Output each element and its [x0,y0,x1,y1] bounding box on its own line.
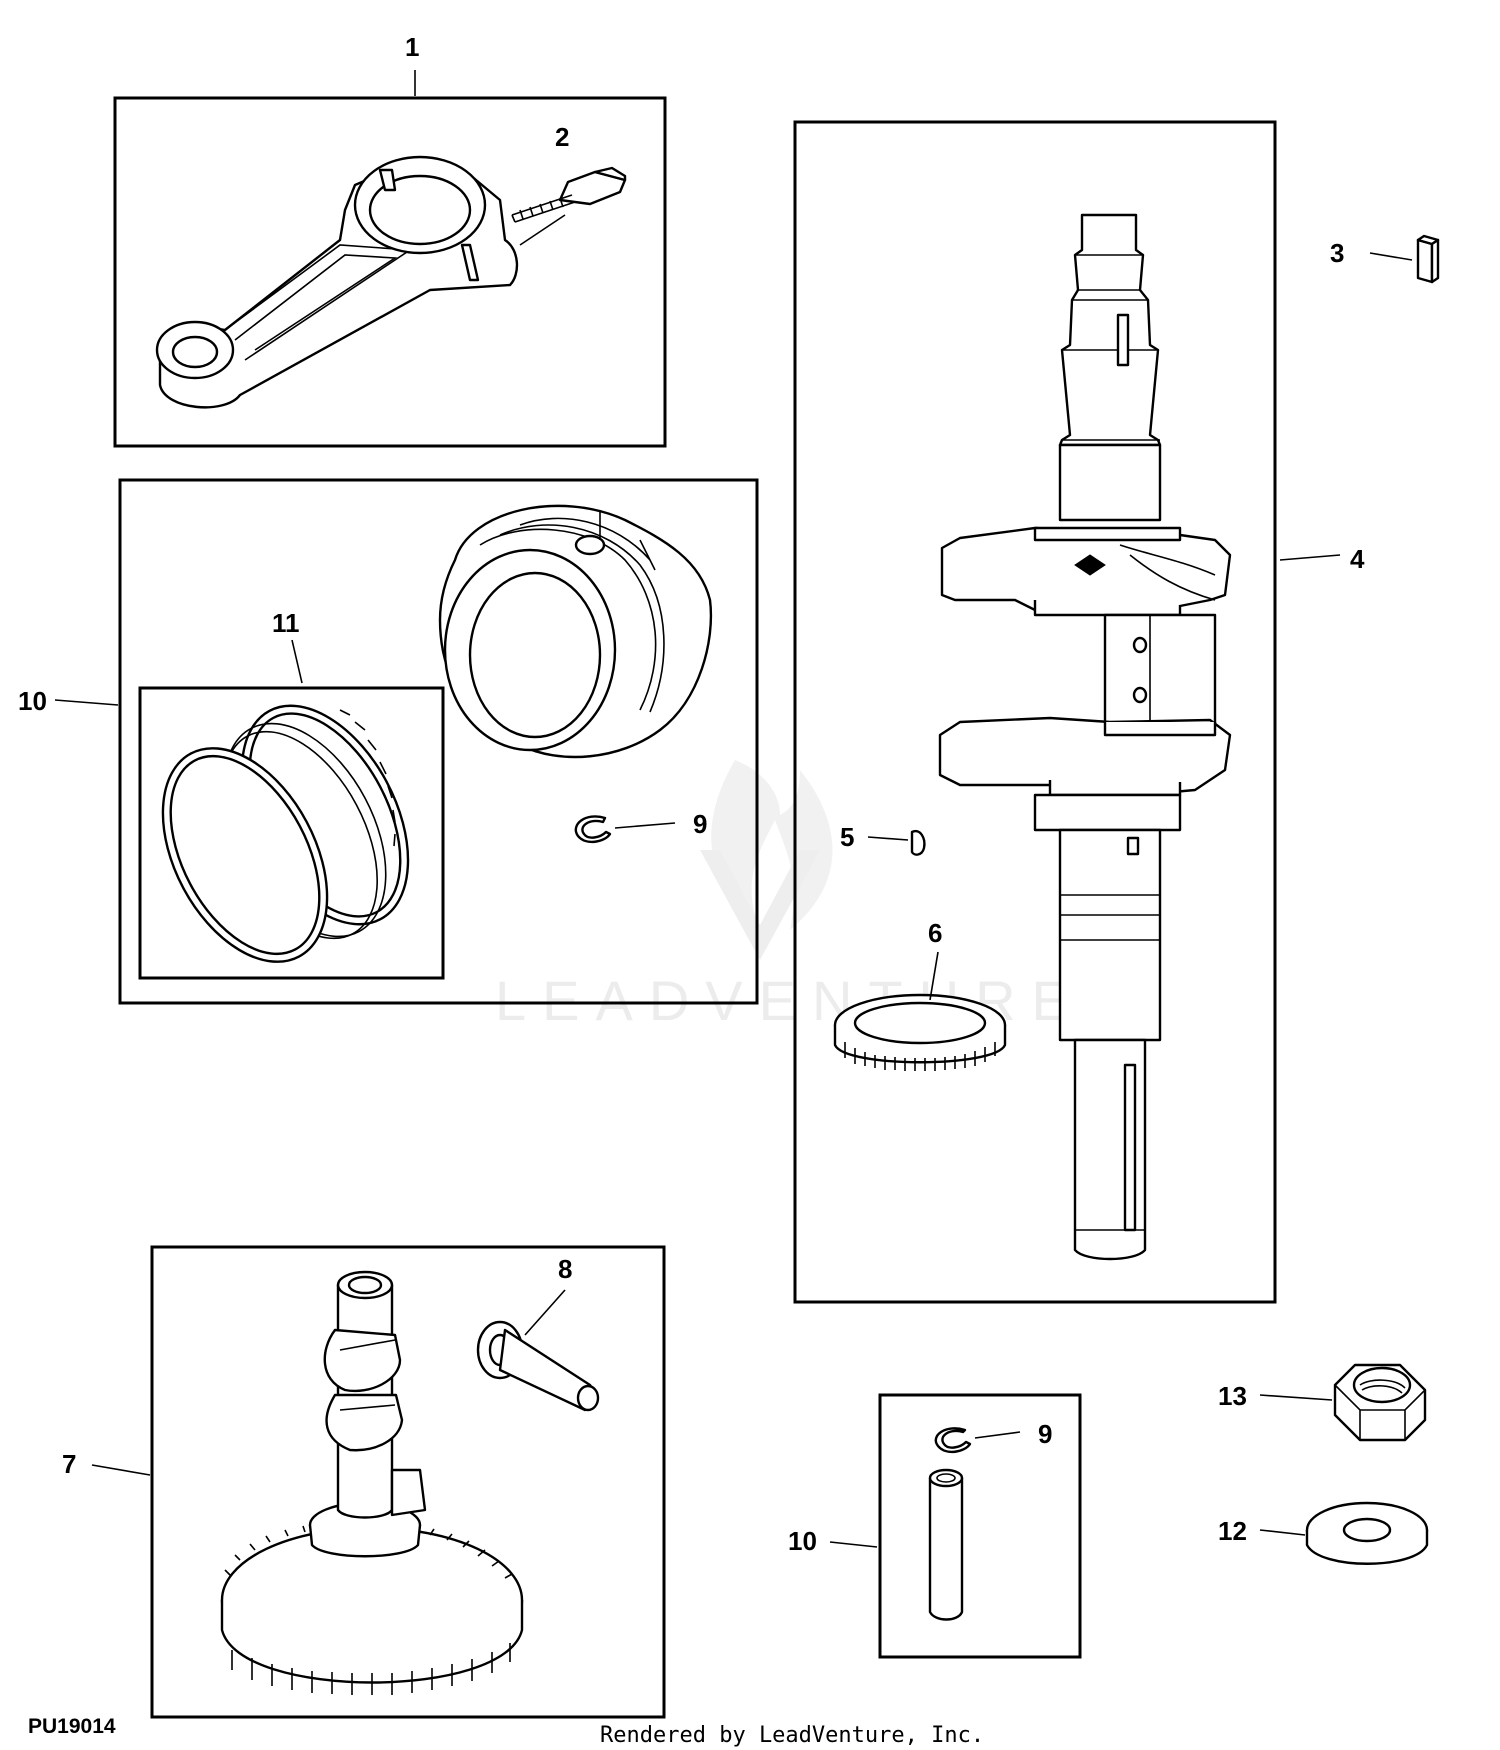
callout-10: 10 [788,1526,817,1556]
callout-8: 8 [558,1254,572,1284]
box-piston-assembly [118,478,759,1005]
callout-6: 6 [928,918,942,948]
leader-8 [524,1289,566,1336]
callout-1: 1 [405,32,419,62]
box-connecting-rod [113,96,667,448]
leader-5 [867,836,909,841]
callout-3: 3 [1330,238,1344,268]
leader-7 [91,1464,151,1476]
leader-3 [1369,252,1413,261]
leader-14 [1259,1394,1333,1401]
box-piston-pin [878,1393,1082,1659]
nut-drawing [1333,1363,1427,1442]
figure-code: PU19014 [28,1715,116,1738]
connecting-rod-drawing [155,155,519,409]
leader-12 [291,639,303,684]
leader-6 [929,951,939,1001]
leader-10 [829,1541,878,1548]
box-crankshaft [793,120,1277,1304]
piston-rings-drawing [161,704,410,963]
leader-9b [974,1431,1021,1439]
retaining-clip-2-drawing [934,1427,972,1454]
callout-14: 13 [1218,1381,1247,1411]
callout-9a: 9 [693,809,707,839]
crank-gear-drawing [833,993,1007,1071]
bolt-drawing [511,166,627,223]
leader-4 [1279,554,1341,561]
leader-13 [1259,1529,1306,1536]
leader-11 [54,699,119,706]
leader-2 [519,214,566,246]
camshaft-drawing [220,1270,524,1695]
callout-12: 11 [272,608,300,638]
washer-drawing [1305,1501,1429,1565]
callout-4: 4 [1350,544,1365,574]
key-5-drawing [910,829,926,856]
box-camshaft [150,1245,666,1719]
rocker-pin-drawing [476,1320,600,1412]
piston-pin-drawing [928,1468,964,1621]
piston-drawing [438,504,713,759]
box-piston-rings [138,686,445,980]
credit-text: Rendered by LeadVenture, Inc. [600,1723,984,1748]
callout-7: 7 [62,1449,76,1479]
callout-2: 2 [555,122,569,152]
callout-9b: 9 [1038,1419,1052,1449]
retaining-clip-drawing [574,815,612,844]
leader-9a [614,822,676,829]
watermark: LEADVENTURE [495,760,1069,1032]
callout-11: 10 [18,686,47,716]
key-3-drawing [1416,234,1440,284]
callout-5: 5 [840,822,854,852]
crankshaft-drawing [938,213,1232,1261]
callout-13: 12 [1218,1516,1247,1546]
